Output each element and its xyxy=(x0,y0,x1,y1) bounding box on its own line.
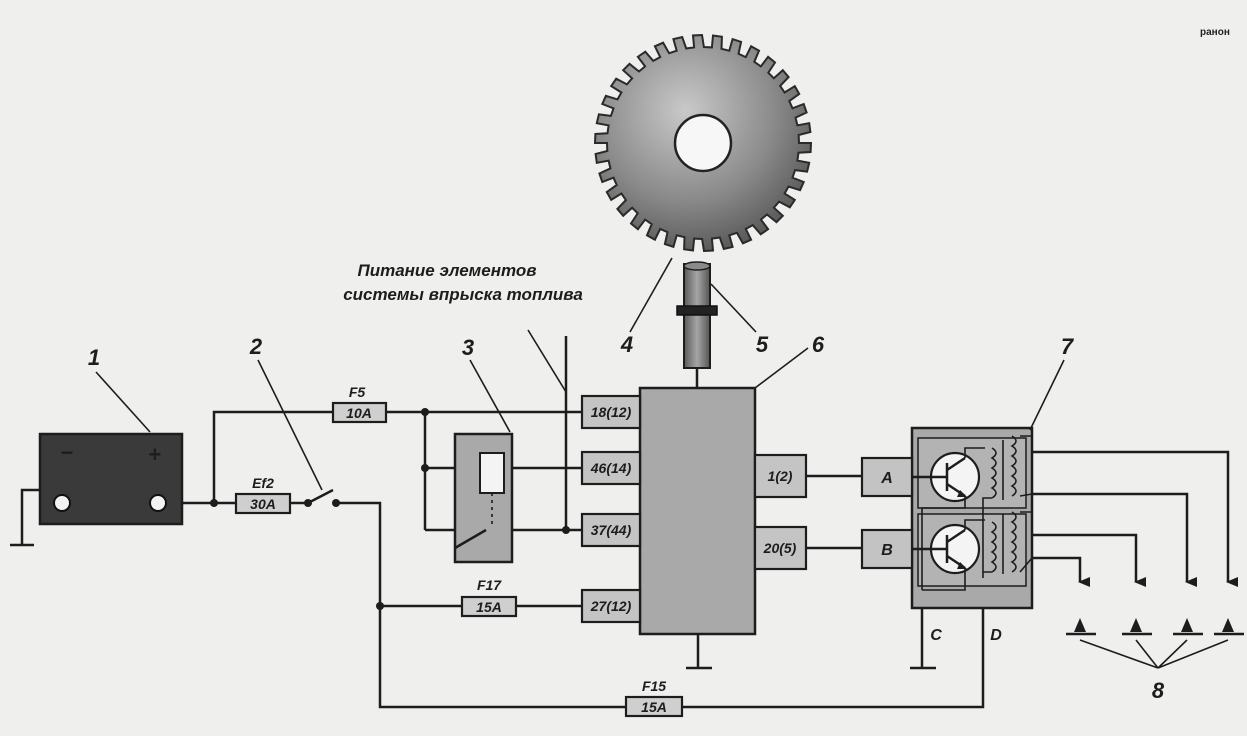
spark-plugs xyxy=(1066,618,1244,669)
ecu: 18(12) 46(14) 37(44) 27(12) 1(2) 20(5) xyxy=(580,386,808,636)
callout-2-leader xyxy=(257,359,323,491)
ecu-pin-20-label: 20(5) xyxy=(763,540,797,556)
main-relay xyxy=(453,432,514,564)
input-a: A xyxy=(860,456,914,498)
fuse-f15-rating: 15A xyxy=(641,699,667,715)
fuse-f17-rating: 15A xyxy=(476,599,502,615)
ignition-module: A B xyxy=(860,426,1034,644)
junction-dots xyxy=(210,408,987,610)
t1-collector-wire xyxy=(964,447,985,458)
fuse-f17-name: F17 xyxy=(477,577,502,593)
battery-minus-sign: − xyxy=(60,440,73,465)
callout-5: 5 xyxy=(756,332,769,357)
ecu-pin-18: 18(12) xyxy=(580,394,642,430)
coil-secondary-wires xyxy=(1019,435,1033,573)
terminal-d-label: D xyxy=(990,627,1002,644)
ecu-pin-46-label: 46(14) xyxy=(590,460,632,476)
t2-collector-wire xyxy=(964,519,985,530)
spark-plug-3 xyxy=(1173,618,1203,636)
callout-7-leader xyxy=(1029,359,1065,431)
battery-plus-sign: + xyxy=(148,442,161,467)
callout-4: 4 xyxy=(620,332,633,357)
spark-plug-1 xyxy=(1066,618,1096,636)
fuse-f15-name: F15 xyxy=(642,678,666,694)
coil-2 xyxy=(990,511,1017,574)
ecu-pin-20: 20(5) xyxy=(753,525,808,571)
injection-caption: Питание элементов системы впрыска топлив… xyxy=(343,261,583,304)
fuse-f5-name: F5 xyxy=(349,384,366,400)
ignition-switch-blade xyxy=(307,488,334,505)
ecu-pin-1-label: 1(2) xyxy=(768,468,793,484)
transistor-2 xyxy=(929,523,981,575)
timing-disk-hub xyxy=(673,113,733,173)
coil-output-1 xyxy=(1032,556,1090,587)
fuse-f15: 15A F15 xyxy=(624,678,684,718)
callout-6: 6 xyxy=(812,332,825,357)
caption-line-1: Питание элементов xyxy=(357,261,536,280)
ecu-pin-46: 46(14) xyxy=(580,450,642,486)
callout-2: 2 xyxy=(249,334,263,359)
ecu-pin-37: 37(44) xyxy=(580,512,642,548)
callout-4-leader xyxy=(629,257,673,333)
battery-plus-terminal xyxy=(149,494,167,512)
timing-disk xyxy=(593,33,813,253)
ecu-body xyxy=(638,386,757,636)
emitter-ground-wire-2 xyxy=(922,568,966,591)
callout-5-leader xyxy=(710,283,757,333)
fuse-f5: 10A F5 xyxy=(331,384,388,424)
input-a-label: A xyxy=(880,470,893,487)
callout-8-leaders xyxy=(1079,639,1229,669)
relay-contact xyxy=(454,528,487,550)
terminal-c-label: C xyxy=(930,627,942,644)
callout-3: 3 xyxy=(462,335,474,360)
coil-supply-wire xyxy=(982,497,992,578)
caption-leader xyxy=(527,329,567,393)
callouts: 1 2 3 4 5 6 7 8 xyxy=(88,257,1165,703)
relay-coil xyxy=(479,452,505,494)
callout-1-leader xyxy=(95,371,151,433)
fuse-f5-rating: 10A xyxy=(346,405,372,421)
fuse-f17: 15A F17 xyxy=(460,577,518,618)
f5-supply-wire xyxy=(212,410,333,503)
input-b: B xyxy=(860,528,914,570)
coil-output-4 xyxy=(1032,450,1238,587)
sensor-nut xyxy=(676,305,718,316)
coil-1 xyxy=(990,435,1017,500)
emitter-ground-wire xyxy=(921,496,966,590)
wires xyxy=(10,329,1238,709)
f15-to-coil-wire xyxy=(682,578,985,709)
spark-plug-4 xyxy=(1214,618,1244,636)
crankshaft-sensor xyxy=(676,261,718,369)
ecu-pin-27-label: 27(12) xyxy=(590,598,632,614)
ecu-pin-27: 27(12) xyxy=(580,588,642,624)
input-b-label: B xyxy=(881,542,893,559)
ecu-pin-1: 1(2) xyxy=(753,453,808,499)
callout-1: 1 xyxy=(88,345,100,370)
callout-6-leader xyxy=(754,347,809,389)
ecu-pin-18-label: 18(12) xyxy=(591,404,632,420)
transistor-1 xyxy=(929,451,981,503)
ecu-pin-37-label: 37(44) xyxy=(591,522,632,538)
publisher-logo: ранон xyxy=(1200,27,1230,38)
caption-line-2: системы впрыска топлива xyxy=(343,285,583,304)
fuse-ef2-name: Ef2 xyxy=(252,475,274,491)
battery: − + xyxy=(38,432,184,526)
battery-ground-wire xyxy=(20,488,40,545)
callout-7: 7 xyxy=(1061,334,1075,359)
callout-8: 8 xyxy=(1152,678,1165,703)
spark-plug-2 xyxy=(1122,618,1152,636)
battery-minus-terminal xyxy=(53,494,71,512)
coil-output-3 xyxy=(1032,492,1197,587)
callout-3-leader xyxy=(469,359,511,433)
fuse-ef2-rating: 30A xyxy=(250,496,276,512)
fuse-ef2: 30A Ef2 xyxy=(234,475,292,515)
coil-output-2 xyxy=(1032,533,1146,587)
